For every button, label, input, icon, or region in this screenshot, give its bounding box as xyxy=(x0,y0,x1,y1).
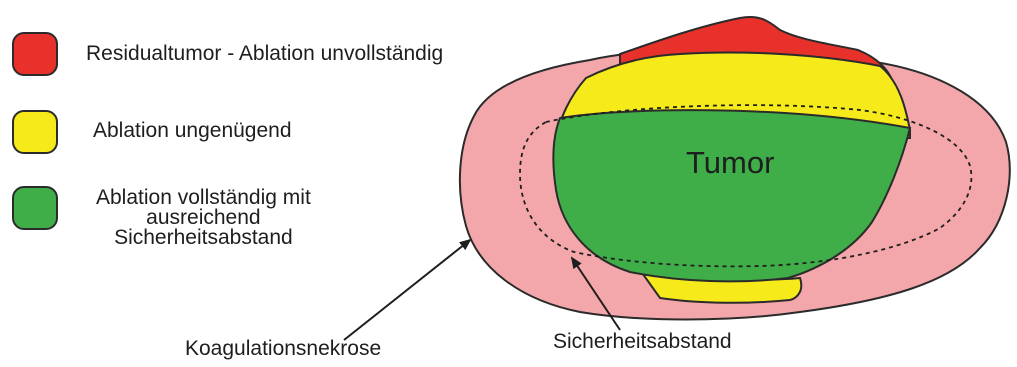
tumor-label: Tumor xyxy=(686,145,774,181)
safety-margin-caption: Sicherheitsabstand xyxy=(553,330,732,354)
coagulation-necrosis-caption: Koagulationsnekrose xyxy=(185,337,381,361)
coagulation-necrosis-arrow xyxy=(344,240,470,340)
